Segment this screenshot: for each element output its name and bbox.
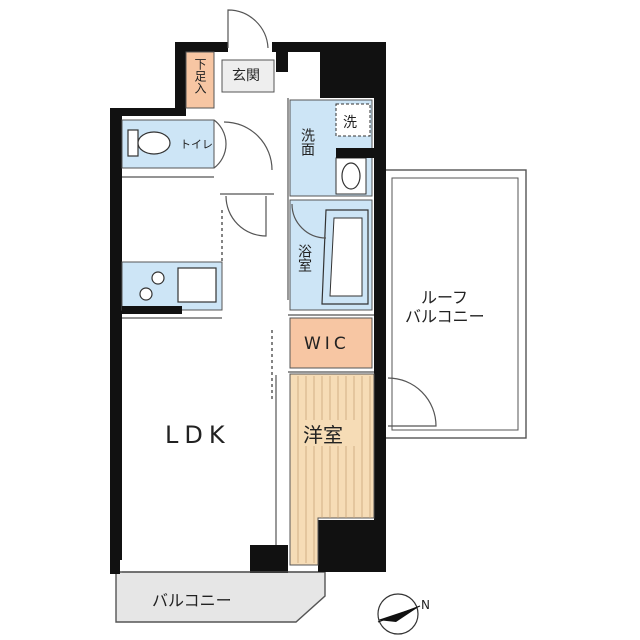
balcony-label: バルコニー bbox=[152, 591, 232, 610]
toilet-label: トイレ bbox=[180, 138, 213, 151]
roof-balcony-label-1: ルーフ bbox=[421, 288, 468, 307]
western-room: 洋室 bbox=[271, 330, 437, 566]
washer-label: 洗 bbox=[343, 115, 357, 131]
inner-walls bbox=[122, 98, 374, 573]
shoe-storage: 下足入 bbox=[185, 51, 215, 109]
compass-icon: N bbox=[377, 593, 430, 635]
bathroom-label: 浴室 bbox=[296, 244, 312, 272]
roof-balcony-label-2: バルコニー bbox=[405, 307, 485, 326]
bathroom: 浴室 bbox=[289, 199, 373, 311]
wic-label: WIC bbox=[304, 334, 350, 354]
compass-label: N bbox=[421, 598, 430, 612]
entrance: 玄関 bbox=[221, 9, 275, 93]
entrance-label: 玄関 bbox=[232, 67, 260, 84]
toilet-room: トイレ bbox=[121, 119, 227, 169]
roof-balcony bbox=[383, 169, 527, 439]
shoe-storage-label: 下足入 bbox=[193, 58, 207, 94]
kitchen bbox=[121, 210, 223, 314]
toilet-icon bbox=[127, 129, 171, 157]
bathtub-icon bbox=[321, 209, 369, 305]
stove-icon bbox=[139, 271, 165, 301]
hall-doors bbox=[223, 121, 273, 237]
washroom-label: 洗面 bbox=[299, 128, 315, 156]
kitchen-sink-icon bbox=[177, 267, 217, 303]
walk-in-closet: WIC bbox=[289, 317, 373, 369]
western-room-label: 洋室 bbox=[303, 423, 343, 447]
walls bbox=[110, 42, 386, 574]
ldk-label: LDK bbox=[165, 421, 231, 449]
sink-icon bbox=[335, 157, 367, 195]
washroom: 洗 洗面 bbox=[289, 99, 374, 197]
